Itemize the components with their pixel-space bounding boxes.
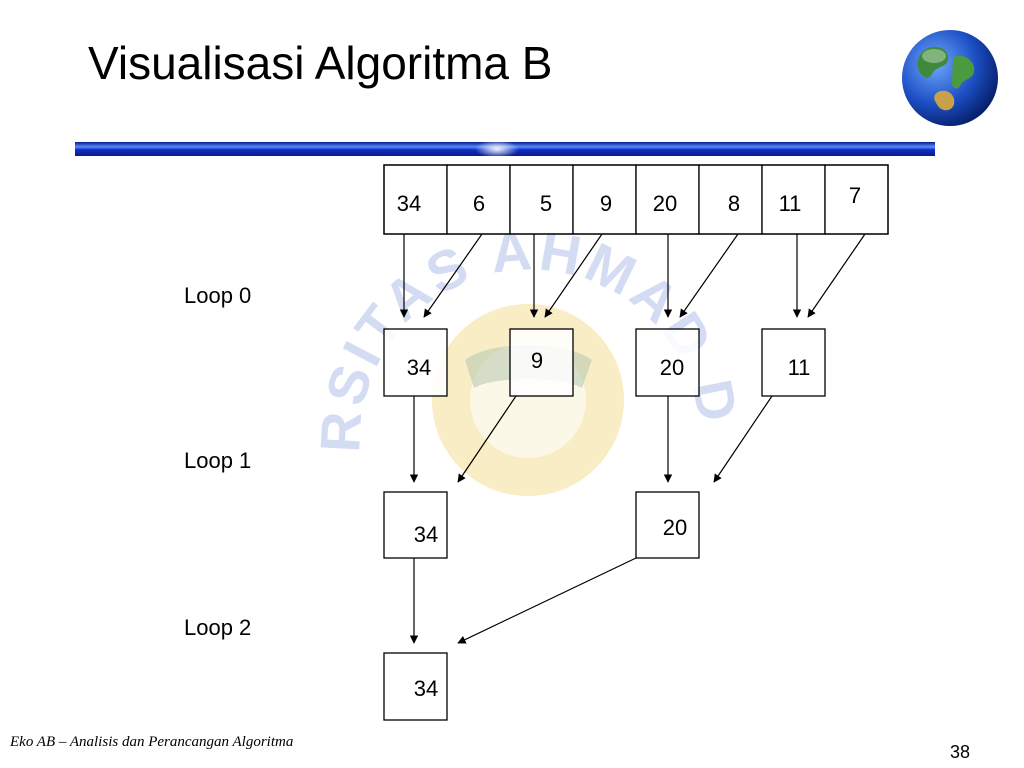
array-cell-4-value: 20 <box>653 191 677 216</box>
page-number: 38 <box>950 742 971 762</box>
arrow-l0n1-l1 <box>457 395 517 483</box>
loop0-node-3-value: 11 <box>788 355 811 380</box>
title-divider-bar <box>75 140 935 158</box>
arrow-a7-l0 <box>807 233 866 318</box>
loop0-node-2-box <box>635 328 700 397</box>
array-cell-3-value: 9 <box>600 191 612 216</box>
arrow-l0n3-l1 <box>713 395 773 483</box>
loop1-node-0-box <box>383 491 448 559</box>
array-cell-2-box <box>509 164 574 235</box>
loop2-node-0-value: 34 <box>414 676 438 701</box>
loop-label-1: Loop 1 <box>184 448 251 473</box>
loop1-node-1-value: 20 <box>663 515 687 540</box>
array-cell-6-value: 11 <box>779 191 802 216</box>
footer-text: Eko AB – Analisis dan Perancangan Algori… <box>10 734 294 750</box>
array-cell-5-value: 8 <box>728 191 740 216</box>
array-cell-6-box <box>761 164 826 235</box>
array-cell-1-box <box>446 164 511 235</box>
loop1-node-1-box <box>635 491 700 559</box>
arrow-a3-l0 <box>544 233 603 318</box>
arrow-a1-l0 <box>423 233 483 318</box>
loop2-node-0-box <box>383 652 448 721</box>
loop0-node-0-value: 34 <box>407 355 431 380</box>
loop-label-0: Loop 0 <box>184 283 251 308</box>
loop0-node-3-box <box>761 328 826 397</box>
arrow-l1n1-l2 <box>457 557 637 644</box>
array-outline <box>383 164 889 235</box>
loop0-node-1-box <box>509 328 574 397</box>
loop0-node-1-value: 9 <box>531 348 543 373</box>
loop0-node-2-value: 20 <box>660 355 684 380</box>
loop1-node-0-value: 34 <box>414 522 438 547</box>
globe-icon <box>902 30 998 126</box>
array-cell-2-value: 5 <box>540 191 552 216</box>
array-cell-5-box <box>698 164 763 235</box>
array-cell-1-value: 6 <box>473 191 485 216</box>
array-cell-0-value: 34 <box>397 191 421 216</box>
arrow-a5-l0 <box>679 233 739 318</box>
slide-title: Visualisasi Algoritma B <box>88 37 553 89</box>
array-cell-7-value: 7 <box>849 183 861 208</box>
loop0-node-0-box <box>383 328 448 397</box>
loop-label-2: Loop 2 <box>184 615 251 640</box>
